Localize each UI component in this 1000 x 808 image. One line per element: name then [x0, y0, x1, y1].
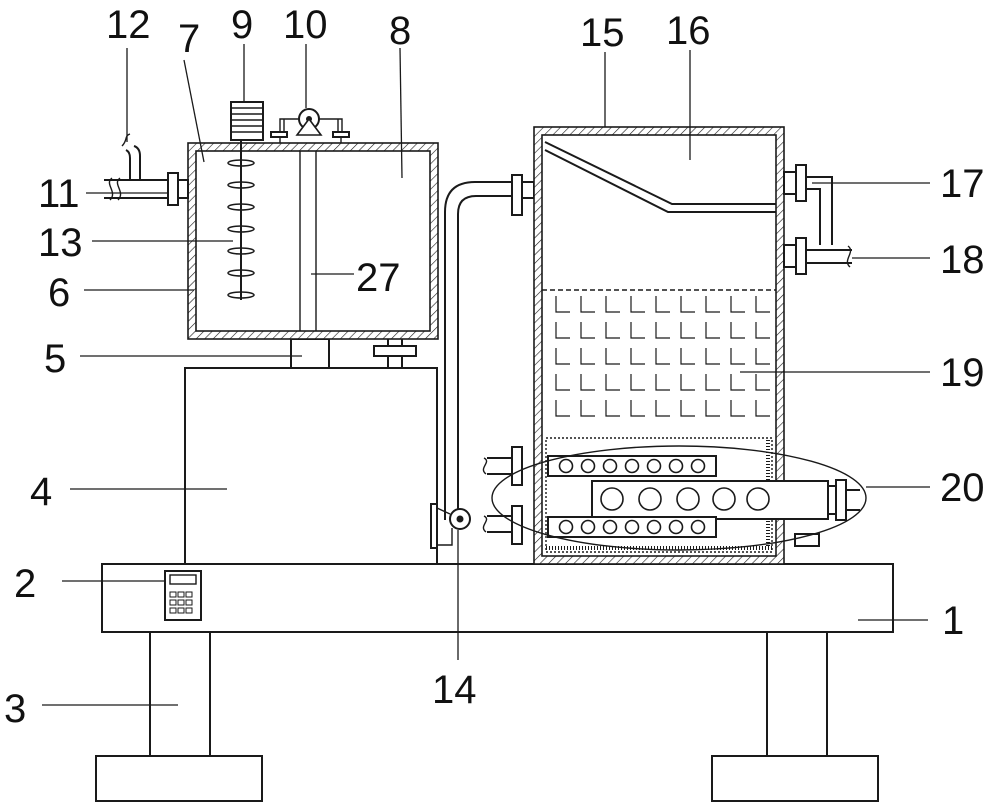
leader-lines	[42, 44, 930, 706]
filter-cell	[730, 348, 745, 365]
motor-icon	[230, 101, 264, 141]
filter-cell	[730, 374, 745, 391]
filter-cell	[630, 348, 645, 365]
filter-cell	[680, 400, 695, 417]
label-11: 11	[38, 172, 80, 216]
stirring-shaft	[227, 140, 255, 300]
filter-cell	[705, 348, 720, 365]
label-19: 19	[940, 351, 985, 395]
label-14: 14	[432, 668, 477, 712]
filter-cell	[655, 348, 670, 365]
filter-cell	[605, 348, 620, 365]
filter-layer	[542, 289, 776, 417]
filter-cell	[755, 322, 770, 339]
inlet-pipe	[104, 172, 189, 206]
inclined-plate	[544, 141, 776, 213]
label-10: 10	[283, 3, 328, 47]
label-1: 1	[942, 599, 964, 643]
filter-cell	[630, 296, 645, 313]
filter-cell	[580, 400, 595, 417]
filter-cell	[555, 296, 570, 313]
filter-cell	[755, 374, 770, 391]
filter-cell	[730, 296, 745, 313]
filter-cell	[580, 322, 595, 339]
label-4: 4	[30, 470, 52, 514]
label-8: 8	[389, 9, 411, 53]
filter-cell	[555, 348, 570, 365]
filter-cell	[730, 322, 745, 339]
filter-cell	[705, 296, 720, 313]
aeration-assembly	[482, 437, 867, 553]
filter-cell	[655, 296, 670, 313]
filter-cell	[680, 348, 695, 365]
filter-cell	[605, 296, 620, 313]
filter-cell	[730, 400, 745, 417]
filter-cell	[555, 322, 570, 339]
label-27: 27	[356, 256, 401, 300]
label-12: 12	[106, 3, 151, 47]
filter-cell	[630, 374, 645, 391]
label-20: 20	[940, 466, 985, 510]
filter-cell	[605, 374, 620, 391]
label-2: 2	[14, 562, 36, 606]
pump-icon	[270, 108, 350, 143]
filter-cell	[555, 374, 570, 391]
support-legs	[95, 631, 879, 802]
label-9: 9	[231, 3, 253, 47]
label-13: 13	[38, 221, 83, 265]
filter-cell	[705, 322, 720, 339]
filter-cell	[605, 322, 620, 339]
filter-cell	[705, 374, 720, 391]
filter-cell	[755, 348, 770, 365]
label-17: 17	[940, 162, 985, 206]
pump-icon	[430, 503, 471, 549]
label-5: 5	[44, 337, 66, 381]
filter-cell	[580, 296, 595, 313]
label-16: 16	[666, 9, 711, 53]
filter-cell	[680, 322, 695, 339]
filter-cell	[555, 400, 570, 417]
label-7: 7	[178, 17, 200, 61]
label-6: 6	[48, 271, 70, 315]
filter-cell	[630, 322, 645, 339]
filter-cell	[655, 374, 670, 391]
filter-cell	[605, 400, 620, 417]
control-panel-icon	[164, 570, 202, 621]
filter-cell	[755, 400, 770, 417]
label-15: 15	[580, 11, 625, 55]
filter-cell	[655, 322, 670, 339]
feed-pipe	[121, 133, 141, 180]
part-labels: 1 2 3 4 5 6 7 8 9 10 11 12 13 14 15 16 1…	[4, 3, 985, 731]
label-18: 18	[940, 238, 985, 282]
filter-cell	[630, 400, 645, 417]
filter-cell	[755, 296, 770, 313]
support-column	[290, 338, 330, 369]
base-platform	[101, 563, 894, 633]
filter-cell	[655, 400, 670, 417]
lower-tank	[184, 367, 438, 565]
filter-cell	[580, 348, 595, 365]
mixing-tank	[187, 142, 439, 340]
filter-cell	[680, 296, 695, 313]
label-3: 3	[4, 687, 26, 731]
outlet-pipes	[783, 164, 852, 275]
filter-cell	[680, 374, 695, 391]
filter-cell	[705, 400, 720, 417]
filter-cell	[580, 374, 595, 391]
